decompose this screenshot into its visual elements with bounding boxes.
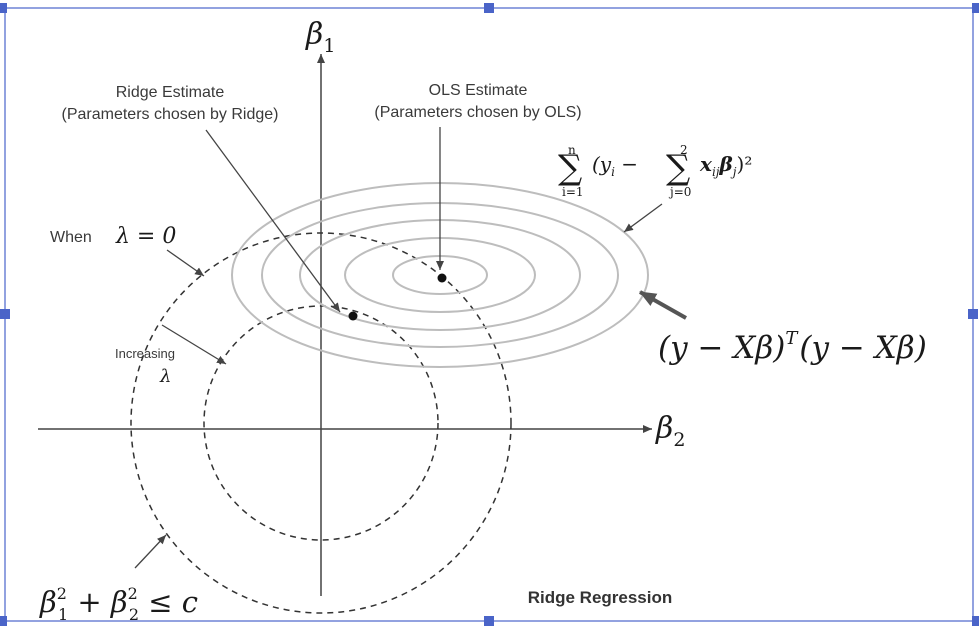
svg-text:xijβj)²: xijβj)² <box>699 152 752 179</box>
resize-handle-top-right[interactable] <box>972 3 979 13</box>
ridge-pointer-arrow <box>205 129 341 313</box>
resize-handle-bottom[interactable] <box>484 616 494 626</box>
matrix-rss-expression: (y − Xβ)T(y − Xβ) <box>658 328 927 366</box>
svg-text:∑: ∑ <box>558 148 582 188</box>
ols-estimate-title: OLS Estimate <box>429 82 528 99</box>
axis-y-label: β1 <box>305 17 335 57</box>
svg-text:j=0: j=0 <box>668 185 691 199</box>
resize-handle-top-left[interactable] <box>0 3 7 13</box>
sum-expression-arrow <box>623 203 663 233</box>
constraint-circle-outer <box>130 232 512 614</box>
resize-handle-top[interactable] <box>484 3 494 13</box>
increasing-lambda-symbol: λ <box>159 366 171 387</box>
matrix-expression-arrow <box>639 290 687 320</box>
svg-text:(yi −: (yi − <box>592 152 638 179</box>
resize-handle-bottom-right[interactable] <box>972 616 979 626</box>
svg-text:n: n <box>568 143 576 157</box>
svg-text:2: 2 <box>680 143 688 157</box>
ridge-estimate-title: Ridge Estimate <box>116 84 225 101</box>
constraint-arrow <box>134 534 167 569</box>
ols-estimate-subtitle: (Parameters chosen by OLS) <box>374 104 581 121</box>
increasing-lambda-arrow <box>161 324 227 365</box>
lambda-zero-label: λ = 0 <box>115 224 176 249</box>
svg-text:∑: ∑ <box>666 148 690 188</box>
diagram-caption: Ridge Regression <box>528 588 673 607</box>
ridge-estimate-subtitle: (Parameters chosen by Ridge) <box>62 106 279 123</box>
axis-x-label: β2 <box>655 411 685 451</box>
ridge-estimate-point <box>348 311 358 321</box>
svg-text:i=1: i=1 <box>562 185 584 199</box>
rss-sum-expression: n ∑ i=1 (yi − 2 ∑ j=0 xijβj)² <box>558 143 752 199</box>
constraint-circle-inner <box>203 305 439 541</box>
resize-handle-left[interactable] <box>0 309 10 319</box>
resize-handle-bottom-left[interactable] <box>0 616 7 626</box>
lambda-zero-arrow <box>166 249 205 277</box>
increasing-label: Increasing <box>115 346 175 361</box>
when-label: When <box>50 229 92 246</box>
ols-estimate-point <box>437 273 447 283</box>
resize-handle-right[interactable] <box>968 309 978 319</box>
